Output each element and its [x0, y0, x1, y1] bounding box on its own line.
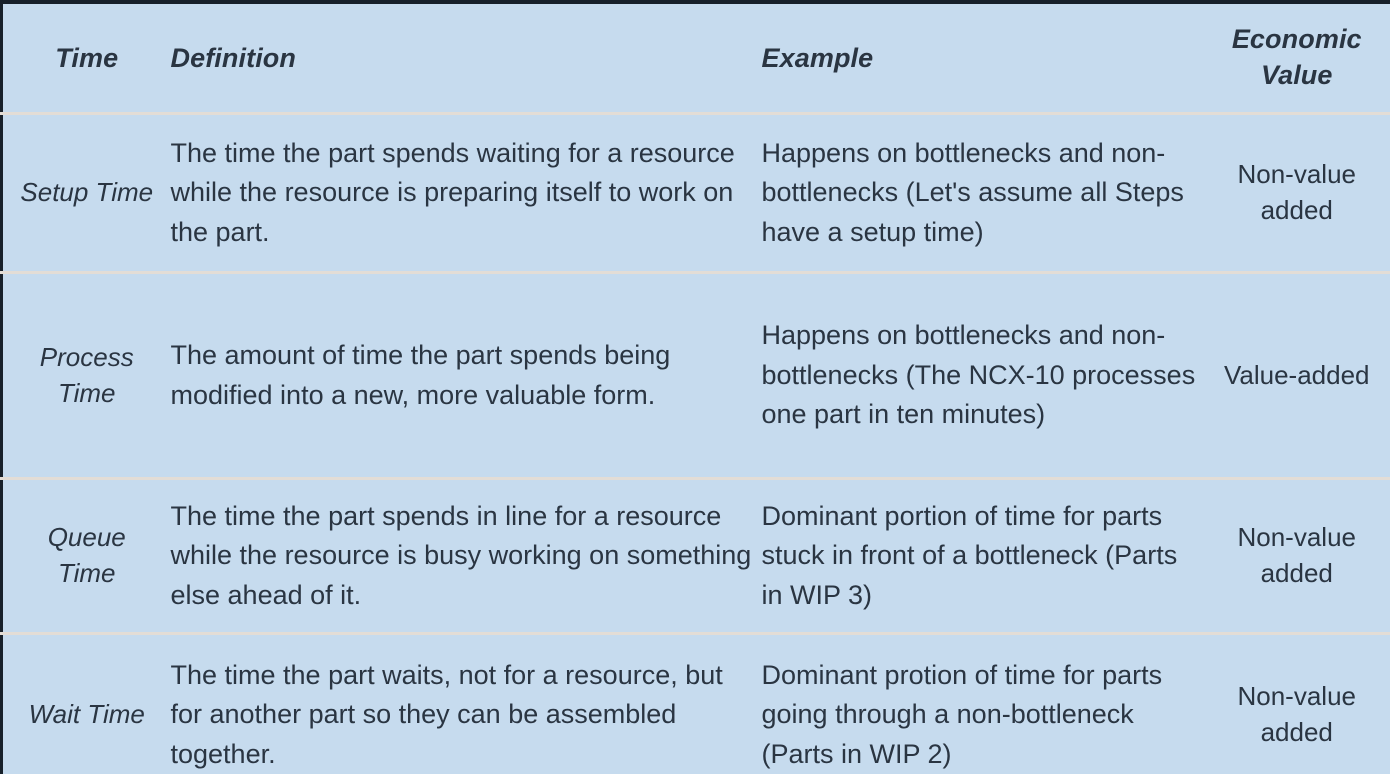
cell-time-line2: Time [57, 377, 116, 408]
column-header-economic-value-line1: Economic [1231, 24, 1362, 55]
cell-time-line1: Queue [47, 522, 126, 553]
cell-time-line1: Process [39, 341, 134, 372]
table-body: Setup Time The time the part spends wait… [1, 112, 1390, 774]
cell-time-line2: Time [57, 558, 116, 588]
cell-economic-value: Non-value added [1203, 112, 1390, 273]
table-row: Wait Time The time the part waits, not f… [1, 632, 1390, 774]
cell-example: Happens on bottlenecks and non-bottlenec… [761, 271, 1204, 479]
table-header: Time Definition Example Economic Value [1, 2, 1390, 114]
cell-definition: The time the part spends in line for a r… [170, 477, 762, 634]
column-header-economic-value: Economic Value [1203, 2, 1390, 114]
table-row: Setup Time The time the part spends wait… [1, 112, 1390, 273]
cell-time: Process Time [1, 271, 171, 479]
cell-economic-value-line2: added [1260, 717, 1333, 747]
cell-definition: The time the part waits, not for a resou… [170, 632, 762, 774]
cell-economic-value-line2: added [1260, 558, 1333, 588]
cell-definition: The time the part spends waiting for a r… [170, 112, 762, 273]
cell-example: Happens on bottlenecks and non-bottlenec… [761, 112, 1204, 273]
cell-economic-value: Non-value added [1203, 632, 1390, 774]
column-header-definition: Definition [170, 2, 762, 114]
cell-definition: The amount of time the part spends being… [170, 271, 762, 479]
cell-economic-value-line1: Non-value [1237, 522, 1356, 553]
cell-example: Dominant protion of time for parts going… [761, 632, 1204, 774]
cell-time: Wait Time [1, 632, 171, 774]
cell-time: Queue Time [1, 477, 171, 634]
column-header-time: Time [1, 2, 171, 114]
cell-economic-value-line1: Non-value [1237, 681, 1356, 712]
cell-economic-value-line1: Non-value [1237, 159, 1356, 190]
table-header-row: Time Definition Example Economic Value [1, 2, 1390, 114]
cell-example: Dominant portion of time for parts stuck… [761, 477, 1204, 634]
cell-economic-value: Non-value added [1203, 477, 1390, 634]
column-header-economic-value-line2: Value [1260, 60, 1333, 90]
column-header-example: Example [761, 2, 1204, 114]
table-row: Queue Time The time the part spends in l… [1, 477, 1390, 634]
cell-economic-value: Value-added [1203, 271, 1390, 479]
cell-economic-value-line2: added [1260, 195, 1333, 225]
cell-time: Setup Time [1, 112, 171, 273]
table-row: Process Time The amount of time the part… [1, 271, 1390, 479]
